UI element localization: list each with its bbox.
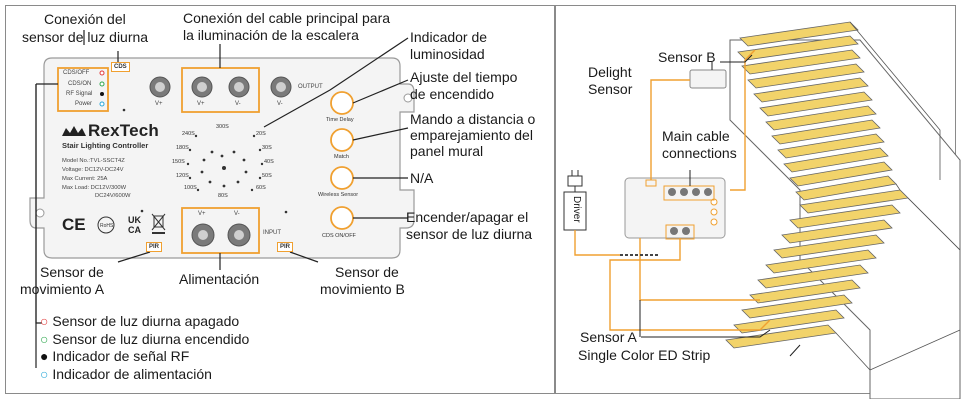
label-sensor-a: Sensor A xyxy=(580,329,637,345)
label-driver: Driver xyxy=(571,196,582,223)
label-main-cable-2: connections xyxy=(662,145,737,161)
svg-text:CA: CA xyxy=(128,225,141,235)
dial-label: 50S xyxy=(262,173,272,179)
spec-model: Model No.:TVL-SSCT4Z xyxy=(62,158,125,164)
callout-daylight-toggle-1: Encender/apagar el xyxy=(406,209,529,225)
callout-brightness-1: Indicador de xyxy=(410,29,488,45)
wireless-sensor-label: Wireless Sensor xyxy=(318,192,359,198)
terminal-label: V- xyxy=(277,101,283,107)
spec-load-24v: DC24V/600W xyxy=(95,193,131,199)
callout-remote-1: Mando a distancia o xyxy=(410,111,536,127)
label-main-cable-1: Main cable xyxy=(662,128,730,144)
callout-brightness-2: luminosidad xyxy=(410,46,485,62)
terminal-label: V+ xyxy=(198,211,206,217)
upper-steps xyxy=(737,21,897,201)
svg-text:RoHS: RoHS xyxy=(100,223,114,229)
bottom-terminals xyxy=(191,223,251,247)
callout-time-adjust-2: de encendido xyxy=(410,86,495,102)
plug-icon xyxy=(567,175,583,187)
legend-circle-green-icon: ○ xyxy=(40,330,49,347)
legend-text: Sensor de luz diurna encendido xyxy=(52,330,250,347)
weee-icon xyxy=(151,213,166,234)
terminal-label: V+ xyxy=(197,101,205,107)
top-terminals xyxy=(149,76,292,98)
lower-steps xyxy=(725,189,909,349)
callout-daylight-connection-1: Conexión del xyxy=(44,11,126,27)
terminal-label: V- xyxy=(234,211,240,217)
terminal-label: V- xyxy=(235,101,241,107)
callout-motion-b-2: movimiento B xyxy=(320,281,405,297)
ce-mark: CE xyxy=(62,215,86,234)
legend-text: Indicador de alimentación xyxy=(52,366,212,383)
spec-load: Max Load: DC12V/300W xyxy=(62,185,127,191)
spec-current: Max Current: 25A xyxy=(62,176,108,182)
cds-badge: CDS xyxy=(111,62,130,72)
output-label: OUTPUT xyxy=(298,84,323,90)
callout-daylight-connection-2: sensor de luz diurna xyxy=(22,29,149,45)
status-label-cds-on: CDS/ON xyxy=(68,81,92,87)
dial-label: 240S xyxy=(182,131,195,137)
time-delay-label: Time Delay xyxy=(326,117,354,123)
delight-sensor xyxy=(689,69,727,89)
callout-main-cable-1: Conexión del cable principal para xyxy=(183,10,391,26)
label-delight-1: Delight xyxy=(588,64,632,80)
callout-power: Alimentación xyxy=(179,271,260,287)
legend-item: ● Indicador de señal RF xyxy=(40,349,249,365)
label-strip: Single Color ED Strip xyxy=(578,347,711,363)
callout-motion-a-2: movimiento A xyxy=(20,281,105,297)
brand-name: RexTech xyxy=(88,121,160,140)
callout-time-adjust-1: Ajuste del tiempo xyxy=(410,69,518,85)
callout-daylight-toggle-2: sensor de luz diurna xyxy=(406,226,533,242)
pir-a-badge: PIR xyxy=(146,242,163,252)
dial-label: 180S xyxy=(176,145,189,151)
dial-label: 300S xyxy=(216,124,229,130)
pir-b-badge: PIR xyxy=(277,242,294,252)
legend-item: ○ Sensor de luz diurna encendido xyxy=(40,330,250,348)
legend-dot-black-icon: ● xyxy=(40,348,49,365)
status-label-rf: RF Signal xyxy=(66,91,93,97)
legend-circle-red-icon: ○ xyxy=(40,313,49,329)
controller-body xyxy=(29,57,415,259)
callout-motion-b-1: Sensor de xyxy=(335,264,399,280)
legend-item: ○ Sensor de luz diurna apagado xyxy=(40,313,249,330)
terminal-label: V+ xyxy=(155,101,163,107)
callout-remote-2: emparejamiento del xyxy=(410,127,533,143)
spec-voltage: Voltage: DC12V-DC24V xyxy=(62,167,124,173)
dial-label: 30S xyxy=(262,145,272,151)
legend-text: Indicador de señal RF xyxy=(52,348,190,365)
legend-item: ○ Indicador de alimentación xyxy=(40,366,249,383)
left-panel xyxy=(5,5,555,394)
legend: ○ Sensor de luz diurna apagado ○ Sensor … xyxy=(40,313,250,383)
callout-remote-3: panel mural xyxy=(410,143,484,159)
dial-label: 20S xyxy=(256,131,266,137)
dial-label: 40S xyxy=(264,159,274,165)
dial-label: 150S xyxy=(172,159,185,165)
dial-dots xyxy=(122,108,288,214)
callout-main-cable-2: la iluminación de la escalera xyxy=(183,27,359,43)
status-dots xyxy=(99,70,105,107)
callout-na: N/A xyxy=(410,170,434,186)
status-label-cds-off: CDS/OFF xyxy=(63,70,90,76)
callout-motion-a-1: Sensor de xyxy=(40,264,104,280)
dial-label: 100S xyxy=(184,185,197,191)
dial-label: 60S xyxy=(256,185,266,191)
status-label-power: Power xyxy=(75,101,93,107)
dial-label: 80S xyxy=(218,193,228,199)
crown-icon xyxy=(62,126,86,136)
cds-onoff-label: CDS ON/OFF xyxy=(322,233,356,239)
input-label: INPUT xyxy=(263,230,281,236)
svg-text:UK: UK xyxy=(128,215,141,225)
device-subtitle: Stair Lighting Controller xyxy=(62,141,149,150)
dial-label: 120S xyxy=(176,173,189,179)
legend-circle-blue-icon: ○ xyxy=(40,366,49,383)
mini-controller xyxy=(624,177,726,239)
match-label: Match xyxy=(334,154,349,160)
label-sensor-b: Sensor B xyxy=(658,49,716,65)
legend-text: Sensor de luz diurna apagado xyxy=(52,313,240,329)
label-delight-2: Sensor xyxy=(588,81,633,97)
